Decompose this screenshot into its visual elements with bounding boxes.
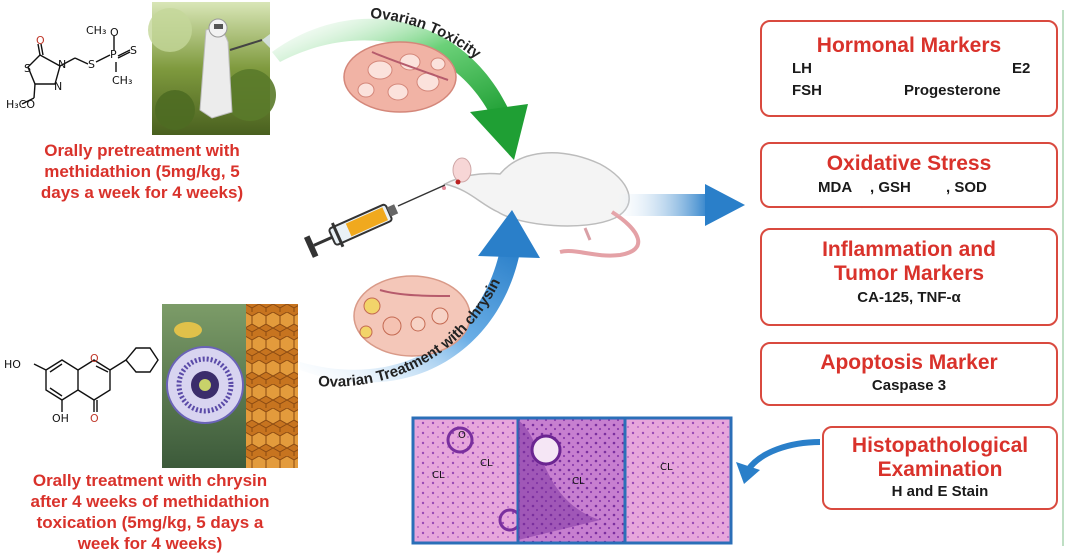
box-line: Caspase 3 [871, 377, 947, 394]
outcome-arrow [610, 184, 745, 226]
passion-flower-photo [162, 304, 246, 468]
hormonal-markers-box: Hormonal Markers [760, 20, 1058, 117]
box-line: CA-125, TNF-α [857, 289, 961, 306]
apoptosis-box: Apoptosis Marker Caspase 3 [760, 342, 1058, 406]
atom-label: OH [52, 412, 69, 425]
caption-line: Orally treatment with chrysin [32, 471, 268, 490]
atom-label: N [58, 58, 67, 71]
marker-progesterone: Progesterone [904, 82, 1001, 99]
ovarian-toxicity-arrow [272, 18, 528, 160]
atom-label: N [54, 80, 63, 93]
atom-label: H₃CO [6, 98, 36, 111]
syringe-icon [303, 184, 446, 258]
ovarian-treatment-arrow [300, 210, 540, 383]
atom-label: O [110, 26, 119, 39]
micrograph-label: CL [432, 470, 445, 481]
box-title: Oxidative Stress [826, 152, 992, 175]
pretreatment-caption: Orally pretreatment with methidathion (5… [4, 140, 280, 203]
methidathion-structure [21, 36, 131, 105]
atom-label: HO [4, 358, 21, 371]
pesticide-sprayer-photo [148, 2, 276, 135]
box-title: Apoptosis Marker [820, 351, 998, 374]
atom-label: O [36, 34, 45, 47]
marker-sod: , SOD [946, 179, 987, 196]
caption-line: methidathion (5mg/kg, 5 [44, 162, 240, 181]
honeycomb-photo [246, 304, 298, 468]
rat-icon [442, 152, 641, 258]
atom-label: CH₃ [86, 24, 107, 37]
oxidative-stress-box: Oxidative Stress [760, 142, 1058, 208]
box-title: Histopathological [851, 434, 1029, 457]
caption-line: toxication (5mg/kg, 5 days a [36, 513, 264, 532]
micrograph-label: CL [572, 476, 585, 487]
marker-e2: E2 [1012, 60, 1031, 77]
micrograph-label: CL [660, 462, 673, 473]
atom-label: O [90, 412, 99, 425]
box-line: H and E Stain [891, 483, 989, 500]
chrysin-structure [33, 347, 159, 412]
micrograph-label: CL [480, 458, 493, 469]
box-title: Hormonal Markers [816, 34, 1002, 57]
atom-label: S [88, 58, 95, 71]
histopathology-box: Histopathological Examination H and E St… [822, 426, 1058, 510]
marker-fsh: FSH [792, 82, 822, 99]
box-title: Examination [877, 458, 1003, 481]
ovary-healthy-icon [353, 275, 471, 357]
caption-line: week for 4 weeks) [77, 534, 223, 553]
micrograph-label: O [458, 430, 466, 441]
box-title: Tumor Markers [833, 262, 985, 285]
marker-gsh: , GSH [870, 179, 911, 196]
atom-label: S [130, 44, 137, 57]
histo-arrow [736, 439, 821, 484]
micrograph-panel [411, 416, 733, 545]
caption-line: days a week for 4 weeks) [40, 183, 244, 202]
atom-label: CH₃ [112, 74, 133, 87]
atom-label: O [90, 352, 99, 365]
caption-line: Orally pretreatment with [44, 141, 240, 160]
inflammation-box: Inflammation and Tumor Markers CA-125, T… [760, 228, 1058, 326]
marker-lh: LH [792, 60, 812, 77]
box-title: Inflammation and [822, 238, 996, 261]
marker-mda: MDA [818, 179, 853, 196]
ovary-toxic-icon [343, 41, 457, 113]
treatment-caption: Orally treatment with chrysin after 4 we… [0, 470, 300, 554]
atom-label: S [24, 62, 31, 75]
caption-line: after 4 weeks of methidathion [30, 492, 270, 511]
atom-label: P [110, 48, 117, 61]
